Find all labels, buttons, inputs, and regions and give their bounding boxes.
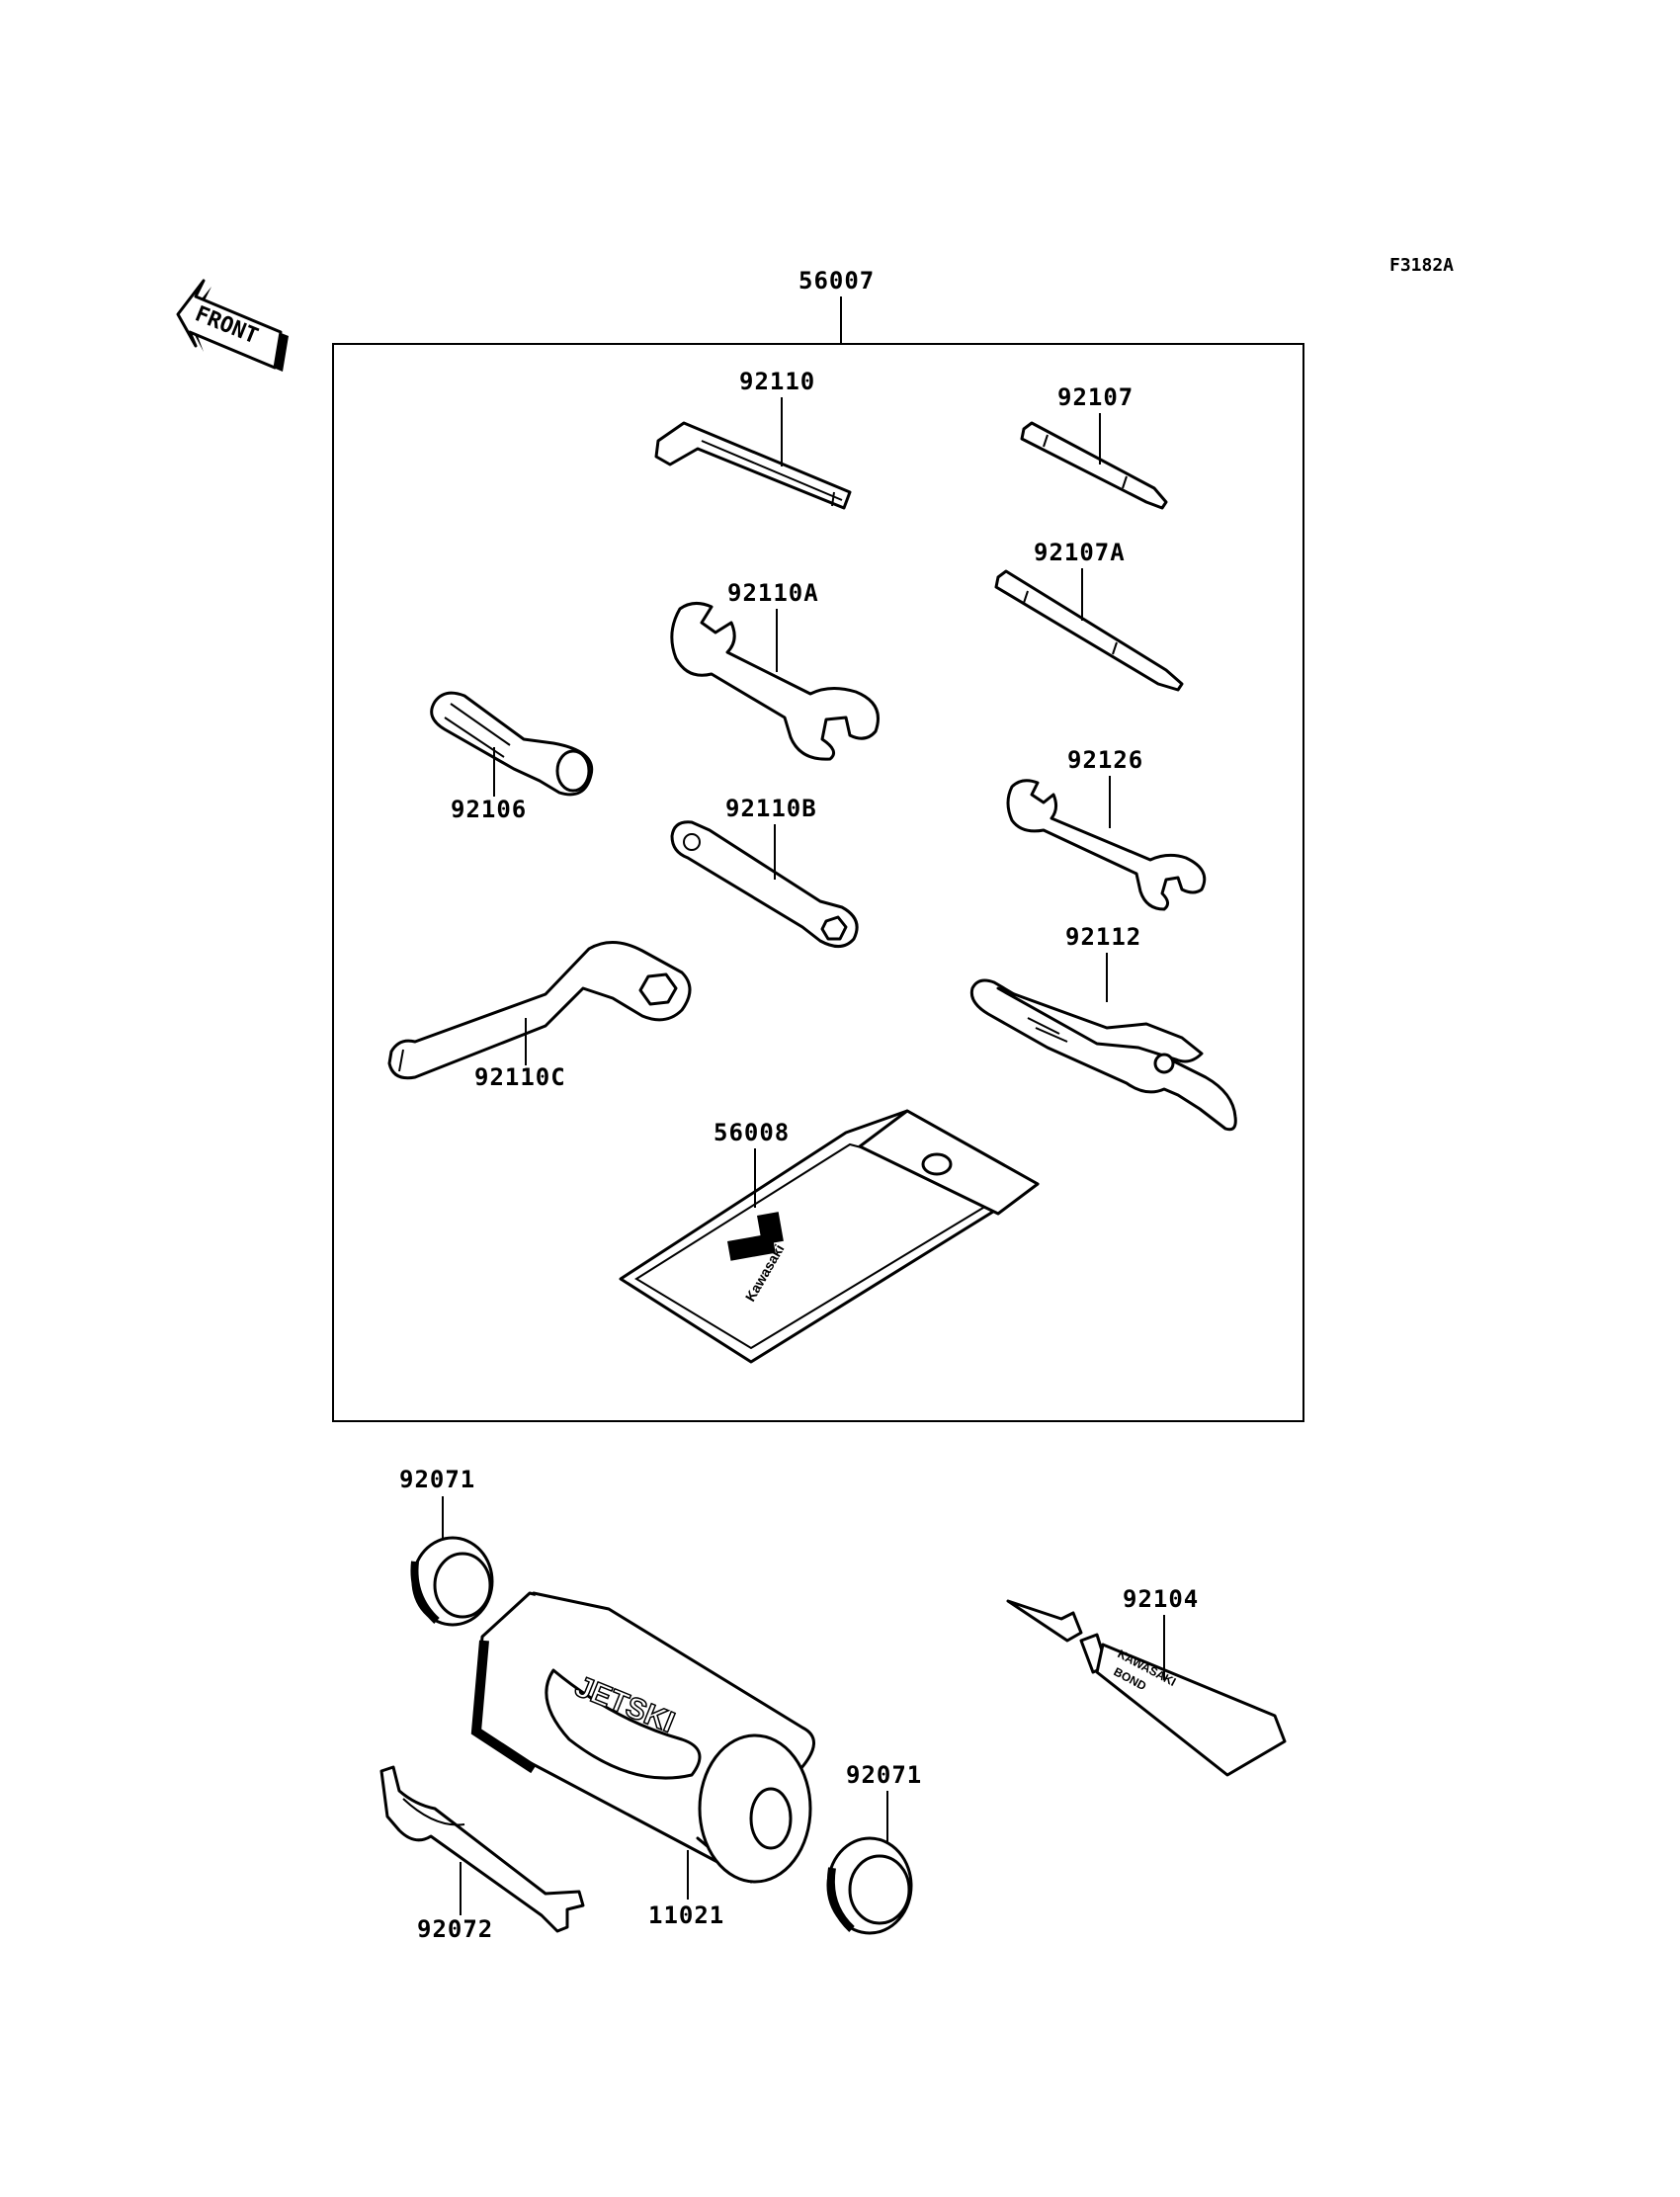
label-92071-bottom[interactable]: 92071 <box>846 1761 922 1789</box>
label-92110a[interactable]: 92110A <box>727 579 819 607</box>
part-washer-bottom[interactable] <box>826 1836 913 1935</box>
part-open-wrench-small[interactable] <box>1006 779 1207 911</box>
part-washer-top[interactable] <box>410 1536 494 1627</box>
label-92110b[interactable]: 92110B <box>725 795 817 822</box>
label-92110[interactable]: 92110 <box>739 368 815 395</box>
part-hex-key[interactable] <box>654 421 852 510</box>
part-socket-rod[interactable] <box>670 820 859 948</box>
label-11021[interactable]: 11021 <box>648 1901 724 1929</box>
part-screwdriver-bit[interactable] <box>1020 421 1168 510</box>
label-92112[interactable]: 92112 <box>1065 923 1141 951</box>
part-socket-adapter[interactable] <box>430 691 594 797</box>
figure-code: F3182A <box>1389 255 1454 276</box>
label-92126[interactable]: 92126 <box>1067 746 1143 774</box>
label-92107[interactable]: 92107 <box>1057 383 1134 411</box>
label-56007[interactable]: 56007 <box>798 267 875 295</box>
label-92072[interactable]: 92072 <box>417 1915 493 1943</box>
label-92107a[interactable]: 92107A <box>1034 539 1126 566</box>
front-arrow-icon: FRONT <box>176 279 289 372</box>
part-clip-strap[interactable] <box>379 1765 585 1933</box>
part-screwdriver-bit-long[interactable] <box>994 569 1184 692</box>
label-92071-top[interactable]: 92071 <box>399 1466 475 1493</box>
label-92106[interactable]: 92106 <box>451 796 527 823</box>
part-box-wrench[interactable] <box>387 941 692 1080</box>
part-open-wrench-large[interactable] <box>670 602 880 761</box>
part-bond-tube[interactable]: KAWASAKI BOND <box>1006 1599 1287 1777</box>
part-filter-cylinder[interactable]: JETSKI <box>470 1591 815 1884</box>
label-92110c[interactable]: 92110C <box>474 1063 566 1091</box>
label-92104[interactable]: 92104 <box>1123 1585 1199 1613</box>
tool-kit-frame <box>332 343 1304 1422</box>
label-56008[interactable]: 56008 <box>714 1119 790 1146</box>
part-tool-pouch[interactable]: Kawasaki <box>619 1109 1040 1364</box>
part-pliers[interactable] <box>969 978 1237 1132</box>
